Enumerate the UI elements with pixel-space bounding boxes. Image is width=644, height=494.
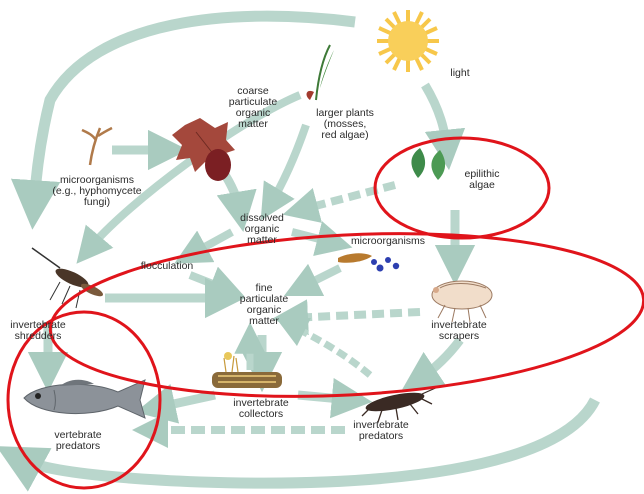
label-epilithic-algae: epilithic algae bbox=[452, 169, 512, 191]
label-microorganisms-fungi: microorganisms (e.g., hyphomycete fungi) bbox=[42, 175, 152, 208]
label-vertebrate-predators: vertebrate predators bbox=[38, 430, 118, 452]
label-coarse-pom: coarse particulate organic matter bbox=[218, 86, 288, 130]
arrow-scrapers-to-predators bbox=[418, 340, 460, 380]
shredder-icon bbox=[32, 248, 105, 308]
scraper-icon bbox=[432, 281, 492, 322]
label-invertebrate-predators: invertebrate predators bbox=[342, 420, 420, 442]
label-larger-plants: larger plants (mosses, red algae) bbox=[305, 108, 385, 141]
algae-icon bbox=[411, 148, 445, 180]
arrow-flocculation-to-fpom bbox=[190, 275, 228, 290]
label-invertebrate-shredders: invertebrate shredders bbox=[2, 320, 74, 342]
plant-icon bbox=[307, 45, 334, 100]
arrow-collectors-to-fish bbox=[155, 395, 215, 408]
arrow-microbes-to-fpom bbox=[300, 268, 340, 288]
label-microorganisms: microorganisms bbox=[338, 236, 438, 247]
twig-icon bbox=[82, 128, 112, 165]
label-light: light bbox=[440, 68, 480, 79]
sun-icon bbox=[377, 10, 439, 72]
label-fine-pom: fine particulate organic matter bbox=[228, 283, 300, 327]
label-flocculation: flocculation bbox=[130, 261, 204, 272]
label-invertebrate-scrapers: invertebrate scrapers bbox=[420, 320, 498, 342]
arrow-plants-to-dom bbox=[270, 125, 306, 205]
arrow-scrapers-to-fpom bbox=[290, 312, 420, 318]
label-dissolved-om: dissolved organic matter bbox=[226, 213, 298, 246]
arrow-predators-to-fpom bbox=[290, 325, 370, 375]
microbe-icon bbox=[338, 253, 399, 271]
fish-icon bbox=[24, 380, 145, 418]
label-invertebrate-collectors: invertebrate collectors bbox=[222, 398, 300, 420]
